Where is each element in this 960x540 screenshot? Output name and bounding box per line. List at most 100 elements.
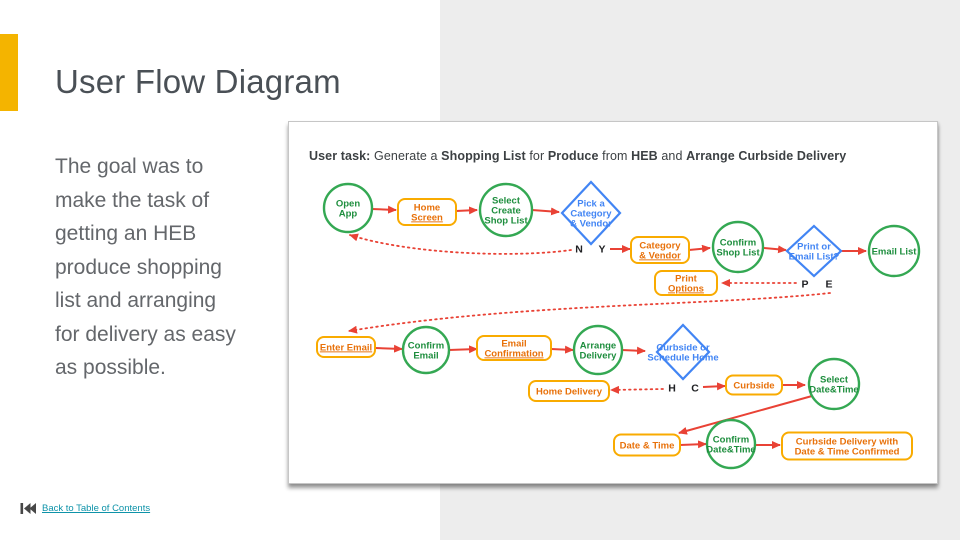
node-email-list: Email List xyxy=(867,224,921,278)
branch-label-P: P xyxy=(801,279,808,291)
body-line: make the task of xyxy=(55,188,210,212)
flow-edge xyxy=(678,395,813,435)
node-label: Shop List xyxy=(716,247,760,258)
node-label: Select xyxy=(492,195,521,206)
node-label: Confirm xyxy=(713,434,749,445)
heading-segment: HEB xyxy=(631,149,662,163)
rect-shape xyxy=(630,236,690,264)
branch-label-C: C xyxy=(691,383,699,395)
flow-edge xyxy=(455,206,478,215)
node-label: Options xyxy=(668,283,704,294)
node-label: Email xyxy=(501,338,526,349)
node-curbside: Curbside xyxy=(725,374,783,396)
node-label: Date&Time xyxy=(809,384,858,395)
node-label: Confirm xyxy=(720,237,756,248)
node-label: Pick a xyxy=(577,198,605,209)
flow-edge xyxy=(374,344,403,353)
circle-shape xyxy=(572,324,624,376)
rect-shape xyxy=(528,380,610,402)
body-line: for delivery as easy xyxy=(55,322,236,346)
node-label: Home xyxy=(414,202,440,213)
node-label: Open xyxy=(336,198,360,209)
rewind-icon xyxy=(20,503,36,514)
heading-segment: Arrange Curbside Delivery xyxy=(686,149,847,163)
flow-edge-dotted xyxy=(349,233,572,255)
circle-shape xyxy=(867,224,921,278)
node-label: Screen xyxy=(411,212,443,223)
node-label: Date & Time xyxy=(620,440,675,451)
node-label: Curbside Delivery with xyxy=(796,436,899,447)
flow-edge xyxy=(371,205,397,214)
node-label: Date&Time xyxy=(706,444,755,455)
heading-segment: for xyxy=(529,149,548,163)
body-line: The goal was to xyxy=(55,155,204,178)
footer-nav: Back to Table of Contents xyxy=(20,502,150,515)
node-label: Shop List xyxy=(484,215,528,226)
body-line: list and arranging xyxy=(55,289,217,312)
node-label: Arrange xyxy=(580,340,616,351)
node-category-vendor: Category& Vendor xyxy=(630,236,690,264)
heading-segment: and xyxy=(661,149,687,163)
heading-segment: from xyxy=(602,149,632,163)
node-label: Schedule Home xyxy=(647,352,718,363)
flow-edge-dotted xyxy=(348,292,831,334)
node-label: Print xyxy=(675,273,697,284)
flow-edge xyxy=(448,345,478,354)
node-label: Email xyxy=(413,350,438,361)
body-line: as possible. xyxy=(55,356,166,379)
node-label: Email List? xyxy=(789,251,840,262)
node-label: Select xyxy=(820,374,849,385)
node-label: Create xyxy=(491,205,521,216)
node-label: Category xyxy=(639,240,681,251)
rect-shape xyxy=(654,270,718,296)
flow-edge xyxy=(621,346,646,355)
node-label: Confirmation xyxy=(484,348,543,359)
circle-shape xyxy=(478,182,534,238)
node-label: Confirm xyxy=(408,340,444,351)
rect-shape xyxy=(725,374,783,396)
flow-edge xyxy=(550,345,574,354)
heading-segment: Shopping List xyxy=(441,149,530,163)
branch-label-E: E xyxy=(825,279,832,291)
heading-segment: Generate a xyxy=(374,149,442,163)
node-enter-email: Enter Email xyxy=(316,336,376,358)
circle-shape xyxy=(705,418,757,470)
node-label: & Vendor xyxy=(639,250,681,261)
rect-shape xyxy=(476,335,552,361)
back-to-toc-link[interactable]: Back to Table of Contents xyxy=(42,503,151,514)
node-label: Email List xyxy=(872,246,918,257)
branch-label-Y: Y xyxy=(598,244,605,256)
page-title: User Flow Diagram xyxy=(55,63,341,100)
diamond-shape xyxy=(655,323,711,381)
rect-shape xyxy=(397,198,457,226)
flow-edge xyxy=(679,440,707,449)
node-home-delivery: Home Delivery xyxy=(528,380,610,402)
node-label: Date & Time Confirmed xyxy=(795,446,900,457)
body-line: produce shopping xyxy=(55,255,222,279)
flow-edge xyxy=(702,382,726,391)
flow-edge xyxy=(688,244,711,253)
diamond-shape xyxy=(560,180,622,246)
heading-segment: Produce xyxy=(547,149,603,163)
rect-shape xyxy=(781,431,913,461)
diamond-shape xyxy=(785,224,843,278)
node-label: & Vendor xyxy=(570,218,612,229)
node-label: Print or xyxy=(797,241,831,252)
node-label: Category xyxy=(570,208,612,219)
circle-shape xyxy=(322,182,374,234)
flow-edge-dotted xyxy=(610,385,664,394)
flow-edge xyxy=(763,245,787,254)
